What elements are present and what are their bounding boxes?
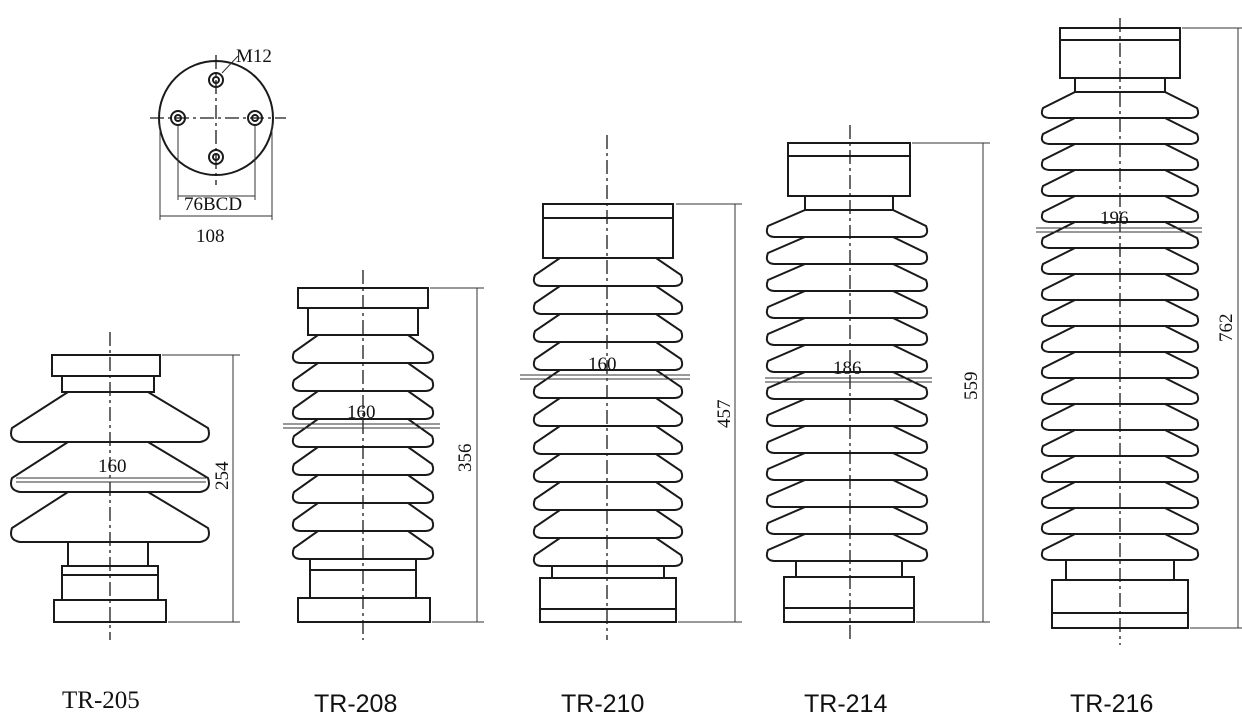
model-label: TR-216	[1070, 690, 1153, 718]
shed	[765, 479, 929, 508]
shed	[765, 236, 929, 265]
model-label: TR-214	[804, 690, 887, 718]
shed	[532, 285, 684, 315]
top-cap-body	[787, 155, 911, 197]
height-label: 254	[212, 461, 233, 490]
bolt-circle-label: 76BCD	[184, 194, 242, 215]
height-label: 559	[961, 372, 982, 401]
bolt-hole	[170, 110, 186, 126]
shed	[1040, 351, 1200, 379]
core	[804, 195, 894, 211]
shed	[532, 397, 684, 427]
shed	[765, 263, 929, 292]
shed	[765, 209, 929, 238]
shed	[532, 481, 684, 511]
model-label: TR-210	[561, 690, 644, 718]
bottom-cap	[783, 576, 915, 623]
diameter-label: 160	[347, 402, 376, 423]
core	[67, 541, 149, 567]
shed	[765, 506, 929, 535]
shed	[765, 317, 929, 346]
insulator-tr-216: 196 762 TR-216	[1036, 18, 1242, 718]
shed	[1040, 403, 1200, 431]
shed	[532, 341, 684, 371]
thread-leader	[221, 55, 239, 74]
shed	[532, 369, 684, 399]
bolt-hole	[247, 110, 263, 126]
bolt-hole	[208, 149, 224, 165]
top-cap	[51, 354, 161, 377]
shed	[532, 453, 684, 483]
diameter-label: 160	[98, 456, 127, 477]
bottom-cap	[297, 597, 431, 623]
shed	[1040, 195, 1200, 223]
bolt-hole-inner	[212, 153, 220, 161]
shed	[765, 452, 929, 481]
insulator-tr-208: 160 356 TR-208	[283, 270, 484, 718]
shed	[532, 425, 684, 455]
bottom-cap	[539, 577, 677, 623]
top-cap-body	[1059, 39, 1181, 79]
shed	[765, 533, 929, 562]
bolt-hole-inner	[174, 114, 182, 122]
diameter-label: 186	[833, 358, 862, 379]
diameter-label: 160	[588, 354, 617, 375]
diameter-label: 196	[1100, 208, 1129, 229]
top-cap	[787, 142, 911, 157]
top-cap-neck	[61, 375, 155, 393]
model-label: TR-208	[314, 690, 397, 718]
top-cap-body	[542, 217, 674, 259]
shed	[532, 509, 684, 539]
height-label: 762	[1216, 314, 1237, 343]
insulator-tr-210: 160 457 TR-210	[520, 135, 742, 718]
flange-detail: M12 76BCD 108	[150, 46, 286, 247]
height-label: 457	[714, 400, 735, 429]
bolt-hole	[208, 72, 224, 88]
shed	[765, 398, 929, 427]
shed	[765, 290, 929, 319]
bolt-hole-inner	[251, 114, 259, 122]
bolt-hole-inner	[212, 76, 220, 84]
shed	[291, 502, 435, 532]
shed	[1040, 377, 1200, 405]
shed	[532, 257, 684, 287]
shed	[532, 313, 684, 343]
core	[551, 565, 665, 579]
insulator-tr-214: 186 559 TR-214	[765, 125, 990, 718]
top-cap	[542, 203, 674, 219]
thread-label: M12	[236, 46, 272, 67]
shed	[765, 371, 929, 400]
shed	[765, 344, 929, 373]
shed	[291, 446, 435, 476]
shed	[1040, 169, 1200, 197]
shed	[532, 537, 684, 567]
height-label: 356	[455, 444, 476, 473]
flange-diameter-label: 108	[196, 226, 225, 247]
core	[795, 560, 903, 578]
insulator-tr-205: 160 254 TR-205	[10, 332, 240, 714]
shed	[765, 425, 929, 454]
model-label: TR-205	[62, 687, 140, 714]
